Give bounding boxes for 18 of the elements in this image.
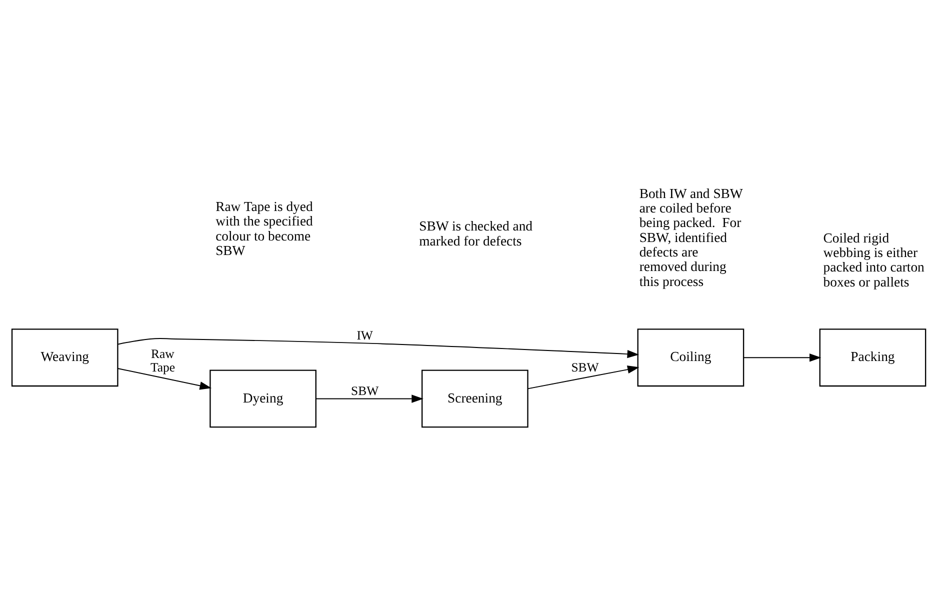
arrow bbox=[527, 365, 640, 390]
label: Coiled rigid webbing is either packed into carton boxes or pallets bbox=[823, 230, 924, 290]
arrow bbox=[117, 368, 212, 390]
edge-label: Raw Tape bbox=[150, 346, 175, 375]
arrow bbox=[118, 338, 640, 358]
node-box: Weaving bbox=[11, 328, 118, 387]
edge-label: SBW bbox=[571, 360, 599, 375]
node-box: Screening bbox=[421, 370, 528, 428]
label: Raw Tape is dyed with the specified colour to become SBW bbox=[216, 199, 313, 258]
arrow bbox=[743, 353, 822, 362]
arrow bbox=[315, 394, 424, 403]
edge-label: SBW bbox=[351, 384, 379, 398]
label: SBW is checked and marked for defects bbox=[419, 218, 533, 248]
edge-label: IW bbox=[356, 328, 373, 342]
node-box: Packing bbox=[819, 328, 926, 387]
node-box: Dyeing bbox=[210, 370, 316, 428]
node-box: Coiling bbox=[637, 328, 744, 387]
label: Both IW and SBW are coiled before being packed. For SBW, identified defects are removed during this process bbox=[639, 186, 743, 289]
